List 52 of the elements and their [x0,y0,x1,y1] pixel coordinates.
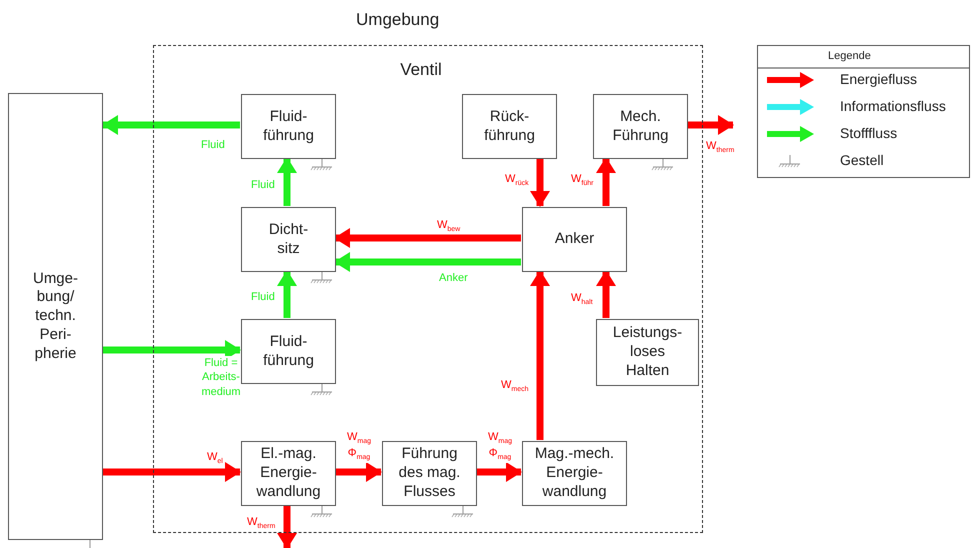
edge-label: W$_{führ}$ [570,172,594,188]
edge-label: W$_{rück}$ [504,172,530,188]
edge-label: W$_{therm}$ [246,515,276,532]
process-box [593,94,688,159]
process-box [596,319,699,386]
edge-label: W$_{halt}$ [570,291,594,308]
box-label: El.-mag. Energie- wandlung [255,445,322,502]
process-box [241,207,336,272]
edge-label: W$_{mech}$ [500,378,530,394]
box-label: Dicht- sitz [268,220,310,258]
flow-arrow [102,115,240,135]
edge-label: W$_{bew}$ [436,218,462,234]
box-label: Umge- bung/ techn. Peri- pherie [32,270,79,364]
flow-arrow [687,115,734,135]
legend-label: Gestell [840,152,884,168]
process-box [522,207,627,272]
box-label: Fluid- führung [262,108,315,146]
box-label: Rück- führung [483,108,536,146]
flow-arrow [277,270,297,318]
edge-label: W$_{therm}$ [705,139,736,156]
legend-label: Stofffluss [840,125,898,141]
process-box [241,441,336,506]
flow-arrow [530,158,550,207]
process-box [522,441,627,506]
flow-arrow [596,270,616,318]
system-boundary [153,45,703,533]
box-label: Mag.-mech. Energie- wandlung [534,445,616,502]
group-title: Ventil [399,59,443,80]
legend-label: Informationsfluss [840,98,946,114]
flow-arrow [334,252,521,272]
edge-label: W$_{el}$ [206,450,224,466]
process-box [382,441,477,506]
process-box [241,319,336,384]
process-box [8,93,103,540]
process-box [462,94,557,159]
box-label: Mech. Führung [612,108,670,146]
flow-arrow [277,505,297,548]
flow-arrow [596,157,616,206]
flow-arrow [334,228,521,248]
box-label: Leistungs- loses Halten [612,324,684,381]
flow-arrow [103,462,241,482]
flow-arrow [530,270,550,440]
box-label: Anker [554,230,596,249]
flow-arrow [476,462,522,482]
flow-arrow [335,462,382,482]
box-label: Fluid- führung [262,332,315,370]
process-box [241,94,336,159]
legend-title: Legende [828,50,871,62]
area-label: Umgebung [356,10,440,30]
box-label: Führung des mag. Flusses [398,445,462,502]
flow-arrow [277,157,297,206]
legend-label: Energiefluss [840,71,918,87]
